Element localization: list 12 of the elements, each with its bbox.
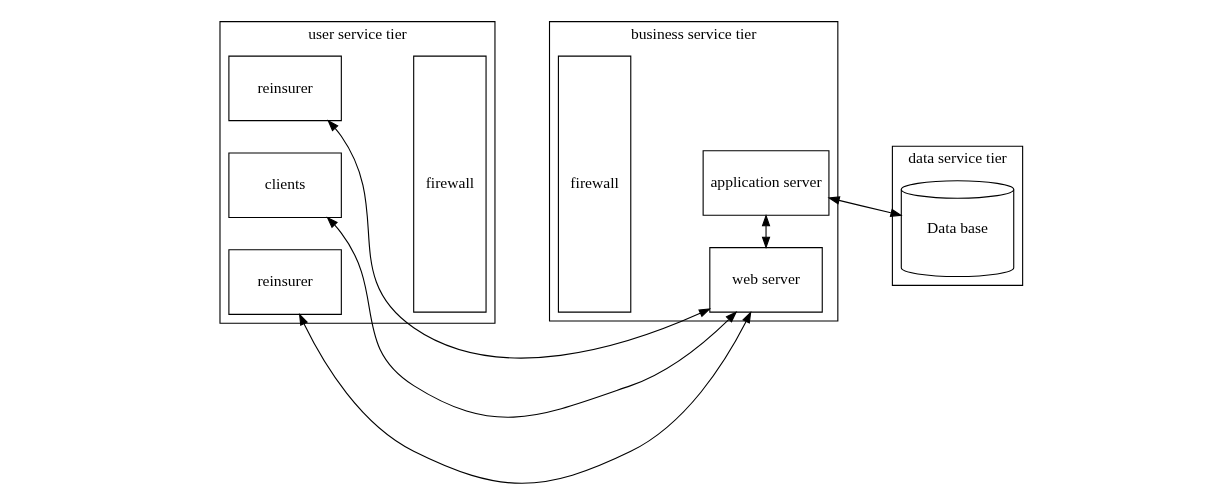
node-box: clients — [228, 152, 342, 219]
node-box: firewall — [557, 55, 632, 313]
arrow — [326, 216, 738, 418]
node-box: reinsurer — [228, 249, 342, 315]
arrow — [298, 311, 752, 484]
node-box: application server — [702, 150, 830, 216]
node-box: firewall — [413, 55, 487, 313]
arrow — [761, 214, 771, 249]
node-box: web server — [709, 247, 823, 313]
arrow — [827, 196, 903, 217]
arrow — [327, 119, 712, 359]
node-box: reinsurer — [228, 55, 342, 122]
